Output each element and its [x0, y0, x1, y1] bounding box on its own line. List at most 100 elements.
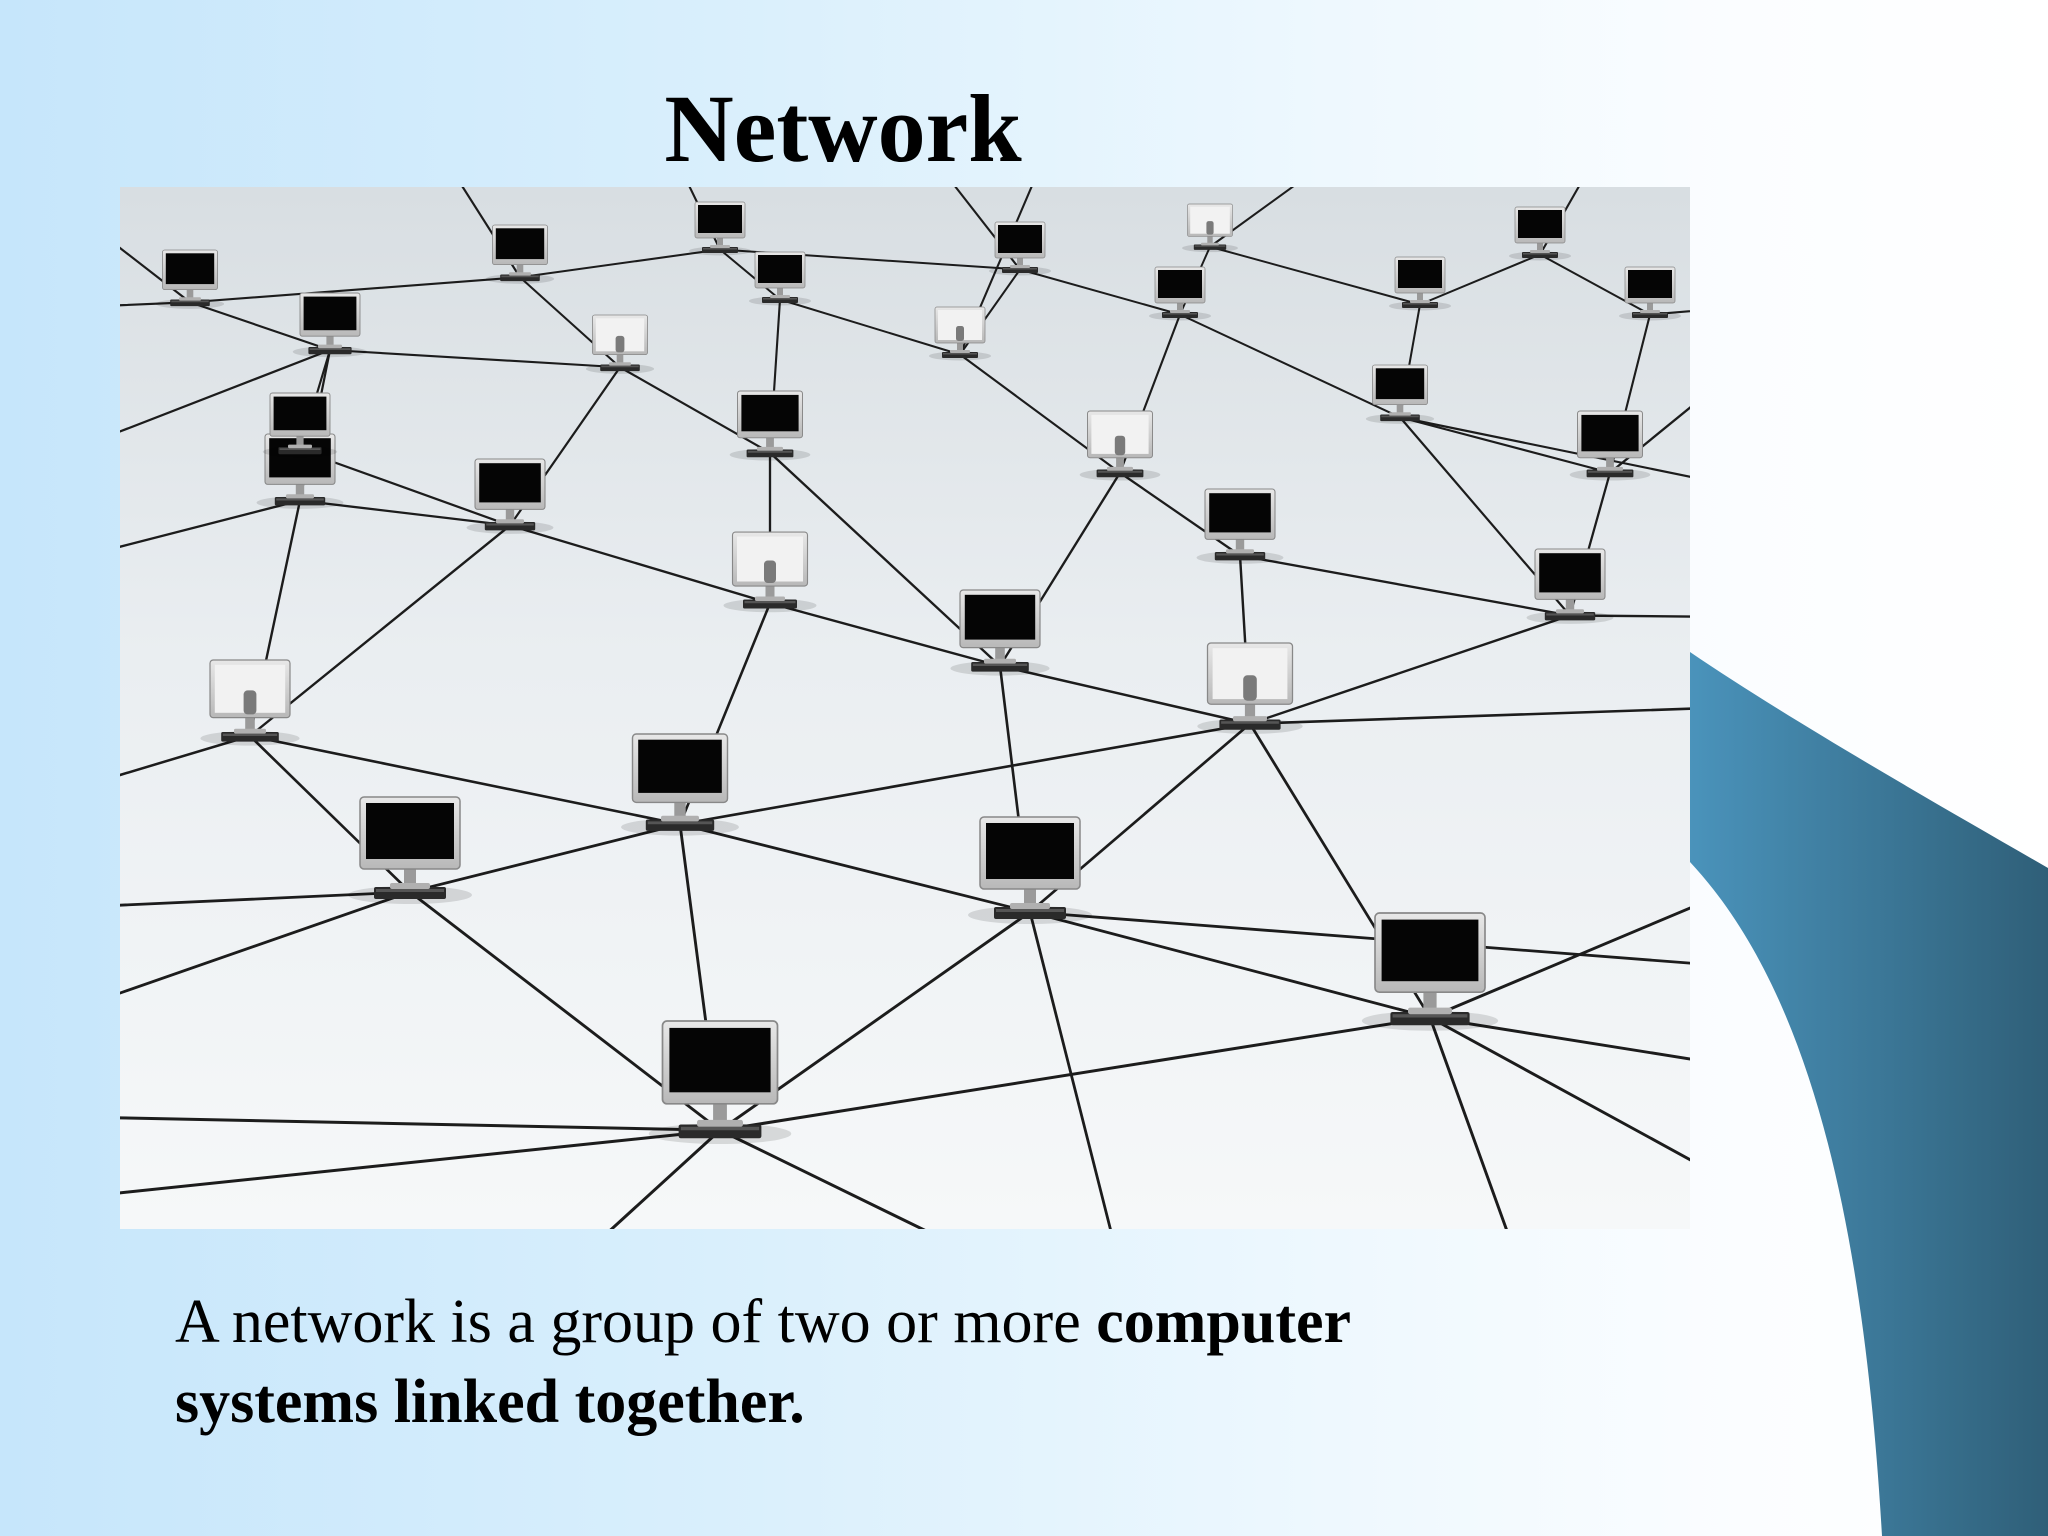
keyboard-icon — [1522, 252, 1558, 258]
slide-title: Network — [664, 75, 1022, 182]
keyboard-icon — [1193, 244, 1227, 250]
keyboard-icon — [1214, 552, 1266, 561]
computer-monitor-icon — [1079, 410, 1161, 481]
body-text-plain: A network is a group of two or more — [175, 1288, 1097, 1356]
network-cable — [1428, 1016, 1690, 1061]
network-cable — [1248, 614, 1572, 725]
keyboard-icon — [971, 662, 1029, 672]
computer-monitor-icon — [1182, 203, 1238, 253]
network-cable — [1428, 906, 1690, 1019]
network-cable — [779, 298, 961, 356]
network-cable — [120, 499, 302, 548]
body-text: A network is a group of two or more comp… — [175, 1282, 1525, 1442]
network-cable — [678, 722, 1252, 826]
monitor-screen — [303, 296, 357, 331]
keyboard-icon — [746, 449, 794, 458]
network-cable — [120, 734, 252, 777]
keyboard-icon — [170, 299, 210, 307]
network-cable — [718, 1016, 1432, 1132]
monitor-screen — [1158, 270, 1202, 298]
network-cable — [508, 524, 772, 605]
network-cable — [408, 822, 682, 894]
computer-monitor-icon — [200, 659, 300, 746]
monitor-screen — [669, 1027, 771, 1093]
monitor-screen — [479, 463, 541, 503]
keyboard-icon — [484, 522, 536, 531]
computer-monitor-icon — [348, 796, 472, 904]
monitor-screen — [638, 739, 722, 793]
network-cable — [1238, 554, 1572, 617]
keyboard-icon — [374, 887, 446, 899]
network-cable — [120, 1116, 722, 1132]
network-cable — [1118, 471, 1242, 557]
network-cable — [188, 301, 332, 352]
keyboard-icon — [500, 274, 540, 282]
computer-monitor-icon — [1361, 912, 1499, 1031]
network-cable — [518, 248, 722, 279]
network-image — [120, 187, 1690, 1229]
computer-monitor-icon — [155, 249, 225, 309]
keyboard-icon — [1586, 469, 1634, 478]
computer-monitor-icon — [1526, 548, 1614, 624]
keyboard-icon — [1096, 469, 1144, 478]
computer-monitor-icon — [262, 392, 338, 458]
network-cable — [1428, 1016, 1508, 1229]
network-cable — [618, 366, 772, 454]
keyboard-icon — [762, 297, 798, 303]
computer-monitor-icon — [1196, 488, 1284, 564]
network-cable — [1209, 245, 1421, 306]
network-cable — [248, 734, 682, 826]
computer-monitor-icon — [749, 251, 811, 306]
monitor-screen — [1375, 368, 1425, 400]
monitor-screen — [1398, 260, 1442, 288]
network-cable — [298, 499, 512, 527]
keyboard-icon — [1544, 612, 1596, 621]
network-cable — [1398, 416, 1690, 478]
network-cable — [719, 248, 781, 301]
network-cable — [1419, 253, 1541, 306]
network-cable — [1248, 707, 1690, 726]
keyboard-icon — [994, 907, 1066, 919]
monitor-screen — [495, 228, 545, 260]
monitor-screen — [758, 255, 802, 283]
network-cable — [1028, 910, 1432, 1019]
monitor-screen — [165, 253, 215, 285]
network-cable — [1398, 416, 1612, 474]
keyboard-icon — [678, 1124, 762, 1139]
network-cable — [120, 348, 332, 433]
network-cable — [120, 1128, 722, 1195]
network-cable — [609, 1128, 722, 1229]
monitor-screen — [1628, 270, 1672, 298]
computer-monitor-icon — [466, 458, 554, 534]
monitor-screen — [273, 396, 327, 431]
keyboard-icon — [600, 364, 640, 372]
keyboard-icon — [1380, 414, 1420, 422]
body-text-bold: computer systems linked together. — [175, 1288, 1350, 1436]
keyboard-icon — [1632, 312, 1668, 318]
monitor-screen — [1518, 210, 1562, 238]
keyboard-icon — [1390, 1012, 1470, 1026]
monitor-screen — [1539, 553, 1601, 593]
monitor-screen — [741, 394, 799, 432]
network-cable — [1028, 910, 1112, 1229]
computer-monitor-icon — [485, 224, 555, 284]
computer-monitor-icon — [1619, 266, 1681, 321]
network-cable — [1178, 313, 1402, 419]
network-cable — [718, 1128, 926, 1229]
keyboard-icon — [1402, 302, 1438, 308]
computer-monitor-icon — [1365, 364, 1435, 424]
keyboard-icon — [1219, 719, 1281, 730]
keyboard-icon — [278, 447, 322, 455]
computer-monitor-icon — [1149, 266, 1211, 321]
keyboard-icon — [1002, 267, 1038, 273]
network-cable — [248, 524, 512, 738]
computer-monitor-icon — [723, 531, 817, 613]
network-cable — [1539, 253, 1651, 316]
computer-monitor-icon — [585, 314, 655, 374]
keyboard-icon — [1162, 312, 1198, 318]
monitor-screen — [1581, 414, 1639, 452]
network-cable — [328, 348, 622, 369]
keyboard-icon — [942, 352, 978, 358]
network-cable — [1019, 268, 1181, 316]
